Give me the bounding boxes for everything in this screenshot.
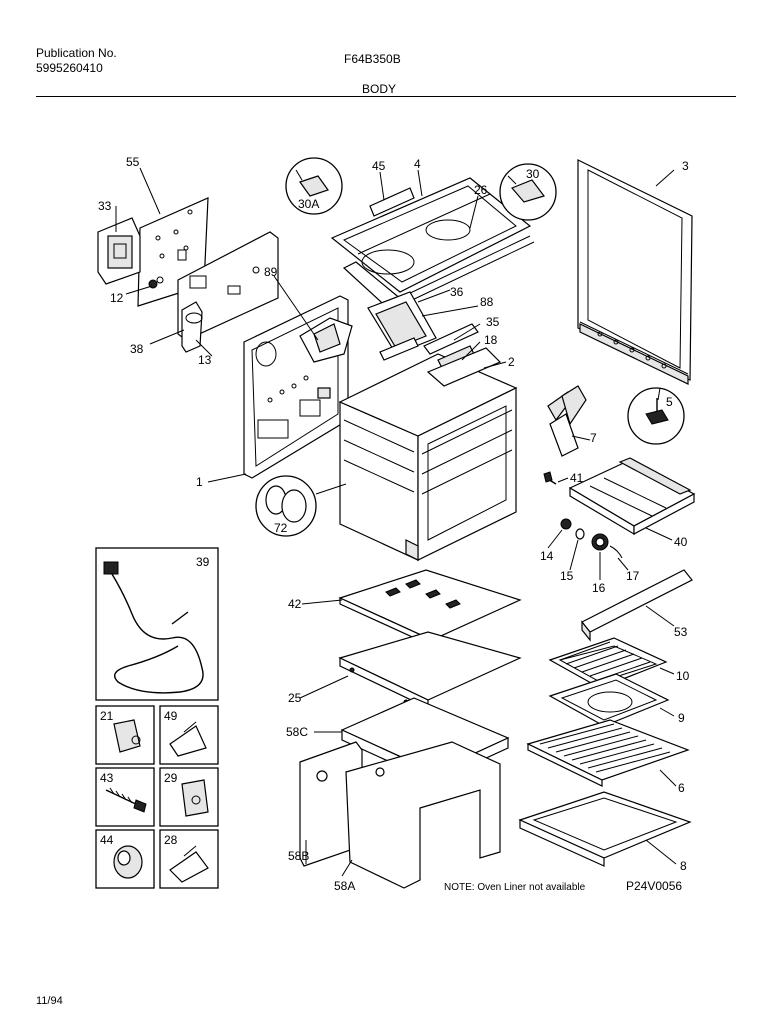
panel-part-25 (338, 631, 522, 709)
callout-88: 88 (480, 295, 494, 309)
callout-18: 18 (484, 333, 498, 347)
vent-duct-part-88 (367, 291, 437, 361)
callout-13: 13 (198, 353, 212, 367)
callout-9: 9 (678, 711, 685, 725)
oven-cavity-frame (338, 353, 518, 561)
callout-33: 33 (98, 199, 112, 213)
callout-25: 25 (288, 691, 302, 705)
bracket-part-89-piece (299, 317, 353, 363)
callout-58B: 58B (288, 849, 309, 863)
callout-15: 15 (560, 569, 574, 583)
callout-49: 49 (164, 709, 178, 723)
vent-trim-part-40 (568, 457, 696, 536)
small-part-box-49 (159, 705, 219, 765)
screw-part-41 (543, 471, 557, 485)
small-part-box-21 (95, 705, 155, 765)
broiler-pan-part-9 (548, 673, 670, 727)
callout-30A: 30A (298, 197, 319, 211)
header-rule (36, 96, 736, 97)
callout-58C: 58C (286, 725, 308, 739)
small-part-box-44 (95, 829, 155, 889)
detail-inset-30 (499, 163, 557, 221)
leader-lines (115, 167, 677, 877)
model-number: F64B350B (344, 52, 401, 66)
callout-5: 5 (666, 395, 673, 409)
main-top-panel-part-89 (177, 231, 279, 341)
callout-26: 26 (474, 183, 488, 197)
callout-55: 55 (126, 155, 140, 169)
publication-label: Publication No. (36, 46, 117, 60)
oven-rack-part-6 (526, 719, 690, 787)
callout-89: 89 (264, 265, 278, 279)
callout-40: 40 (674, 535, 688, 549)
callout-72: 72 (274, 521, 288, 535)
kick-plate-part-58A (345, 741, 501, 889)
callout-58A: 58A (334, 879, 355, 893)
publication-number: 5995260410 (36, 61, 103, 75)
leveling-leg-detail-part-5 (627, 387, 685, 445)
callout-21: 21 (100, 709, 114, 723)
callout-6: 6 (678, 781, 685, 795)
callout-7: 7 (590, 431, 597, 445)
terminal-block-part-33 (97, 217, 141, 285)
callout-43: 43 (100, 771, 114, 785)
callout-39: 39 (196, 555, 210, 569)
drawing-code: P24V0056 (626, 879, 682, 893)
side-panel-part-3 (577, 159, 693, 385)
callout-41: 41 (570, 471, 584, 485)
callout-1: 1 (196, 475, 203, 489)
section-title: BODY (362, 82, 397, 96)
detail-inset-30A (285, 157, 343, 215)
drawer-part-8 (518, 791, 692, 867)
main-top-part-4 (330, 177, 532, 293)
insulation-detail-part-72 (255, 475, 317, 537)
callout-30: 30 (526, 167, 540, 181)
callout-28: 28 (164, 833, 178, 847)
small-part-box-43 (95, 767, 155, 827)
callout-10: 10 (676, 669, 690, 683)
callout-53: 53 (674, 625, 688, 639)
callout-35: 35 (486, 315, 500, 329)
hinge-part-7 (547, 385, 587, 457)
callout-labels: 55 33 12 38 13 89 30A 45 4 26 30 3 36 88… (98, 155, 690, 893)
callout-14: 14 (540, 549, 554, 563)
clip-part-15 (575, 528, 585, 540)
bracket-part-53 (581, 569, 693, 642)
callout-44: 44 (100, 833, 114, 847)
bracket-part-38 (181, 301, 203, 353)
oven-bottom-part-42 (338, 569, 522, 647)
callout-42: 42 (288, 597, 302, 611)
callout-29: 29 (164, 771, 178, 785)
power-cord-box-part-39 (95, 547, 219, 701)
broiler-grid-part-10 (548, 637, 668, 689)
callout-45: 45 (372, 159, 386, 173)
oven-liner-note: NOTE: Oven Liner not available (444, 882, 586, 893)
callout-3: 3 (682, 159, 689, 173)
callout-12: 12 (110, 291, 124, 305)
bracket-part-35 (423, 323, 479, 355)
callout-2: 2 (508, 355, 515, 369)
small-part-box-29 (159, 767, 219, 827)
small-part-box-28 (159, 829, 219, 889)
callout-8: 8 (680, 859, 687, 873)
callout-38: 38 (130, 342, 144, 356)
callout-16: 16 (592, 581, 606, 595)
revision-date: 11/94 (36, 995, 63, 1007)
bushing-part-14 (560, 518, 572, 530)
callout-4: 4 (414, 157, 421, 171)
callout-17: 17 (626, 569, 640, 583)
switch-part-16 (591, 533, 609, 551)
wire-part-17 (609, 545, 623, 559)
callout-36: 36 (450, 285, 464, 299)
